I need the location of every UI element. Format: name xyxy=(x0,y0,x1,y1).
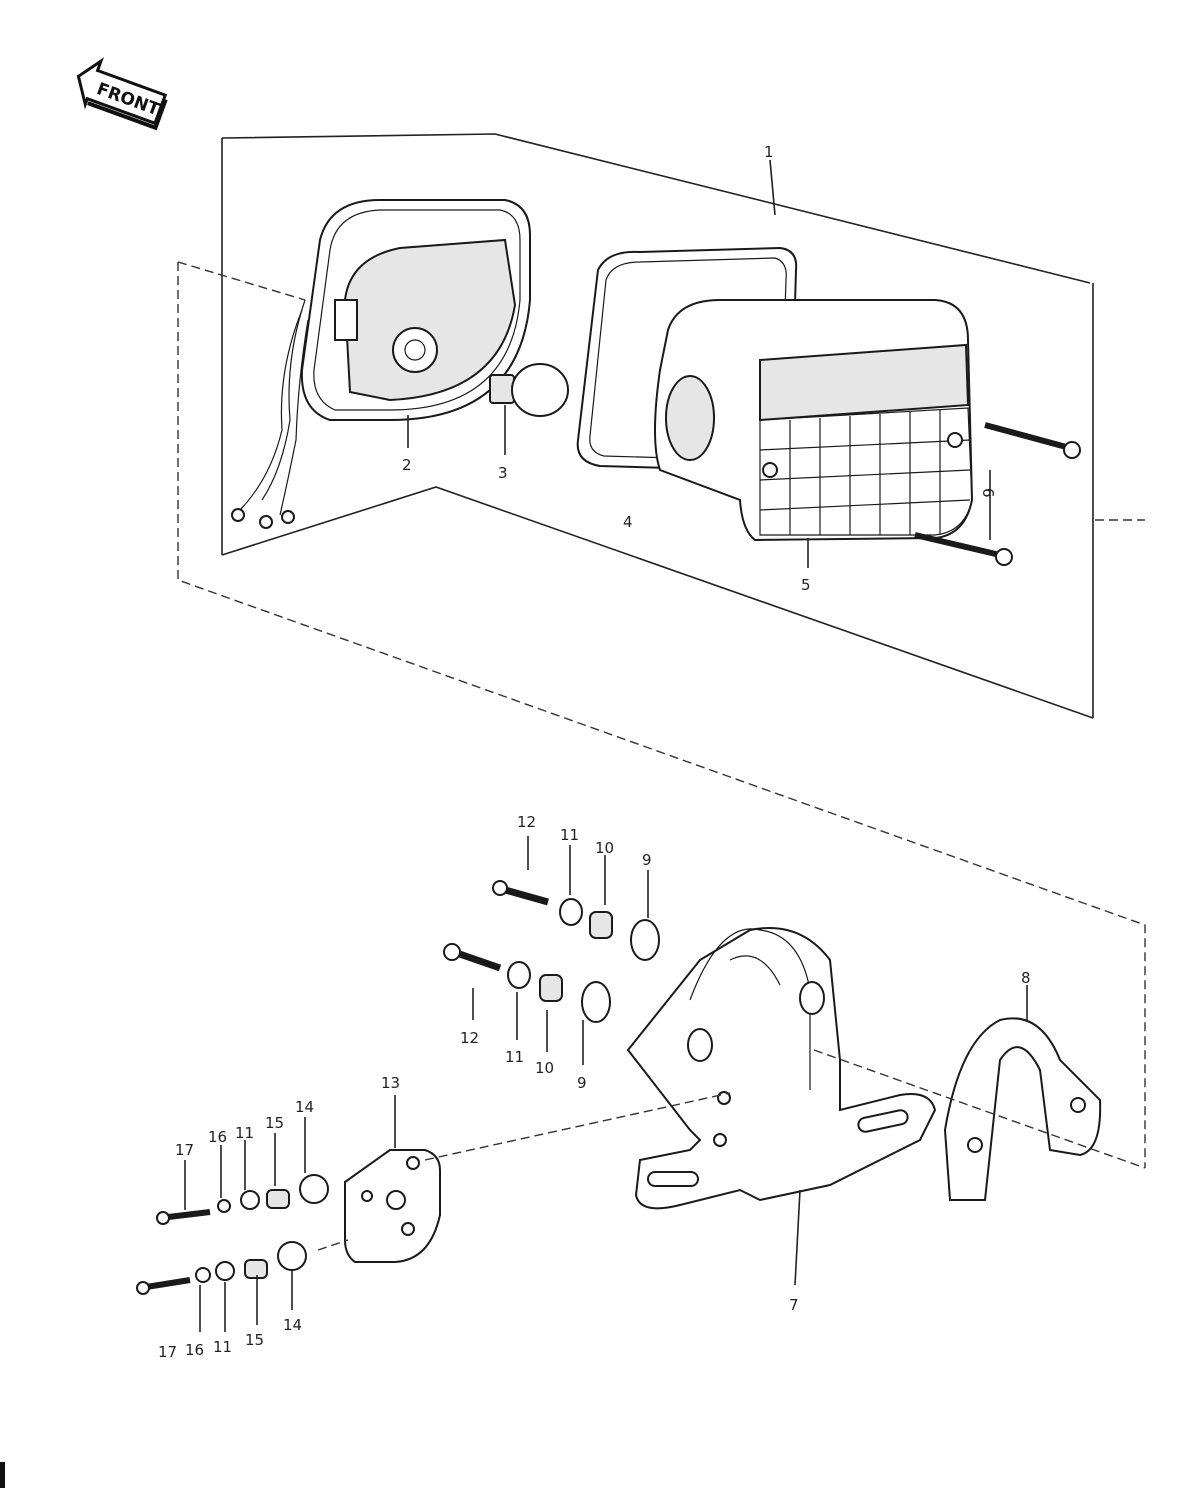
callout-9-lower: 9 xyxy=(577,1074,587,1092)
lamp-base-housing xyxy=(231,199,531,529)
callout-1: 1 xyxy=(764,143,774,161)
callout-11-lower: 11 xyxy=(505,1048,524,1066)
callout-5: 5 xyxy=(801,576,811,594)
callout-17-upper: 17 xyxy=(175,1141,194,1159)
page-edge-mark xyxy=(0,1462,5,1488)
callout-9-upper: 9 xyxy=(642,851,652,869)
callout-13: 13 xyxy=(381,1074,400,1092)
callout-14-lower: 14 xyxy=(283,1316,302,1334)
hardware-row-upper xyxy=(443,880,660,1023)
callout-3: 3 xyxy=(498,464,508,482)
hardware-row-lower xyxy=(136,1174,329,1295)
callout-14-upper: 14 xyxy=(295,1098,314,1116)
callout-11-row3: 11 xyxy=(235,1124,254,1142)
lower-leader-lines xyxy=(184,836,1028,1332)
license-bracket xyxy=(626,927,937,1210)
callout-labels: 1 2 3 4 5 6 7 8 9 9 10 10 11 11 11 11 12… xyxy=(158,143,1031,1361)
tail-lamp-lens xyxy=(654,299,974,542)
callout-10-upper: 10 xyxy=(595,839,614,857)
callout-7: 7 xyxy=(789,1296,799,1314)
callout-16-upper: 16 xyxy=(208,1128,227,1146)
callout-4: 4 xyxy=(623,513,633,531)
callout-17-lower: 17 xyxy=(158,1343,177,1361)
callout-11-upper: 11 xyxy=(560,826,579,844)
lens-screws xyxy=(914,422,1081,566)
callout-16-lower: 16 xyxy=(185,1341,204,1359)
mounting-plate xyxy=(344,1149,441,1263)
upper-leader-lines xyxy=(407,159,991,568)
callout-12-lower: 12 xyxy=(460,1029,479,1047)
callout-2: 2 xyxy=(402,456,412,474)
callout-11-row4: 11 xyxy=(213,1338,232,1356)
callout-12-upper: 12 xyxy=(517,813,536,831)
bulb xyxy=(489,363,569,417)
front-direction-arrow-icon: FRONT xyxy=(76,57,168,131)
callout-6: 6 xyxy=(979,488,997,498)
rear-stay xyxy=(943,1017,1102,1201)
callout-8: 8 xyxy=(1021,969,1031,987)
callout-15-upper: 15 xyxy=(265,1114,284,1132)
callout-10-lower: 10 xyxy=(535,1059,554,1077)
callout-15-lower: 15 xyxy=(245,1331,264,1349)
assembly-frame-outline xyxy=(177,133,1146,1168)
lower-alignment-lines xyxy=(317,1049,1146,1251)
